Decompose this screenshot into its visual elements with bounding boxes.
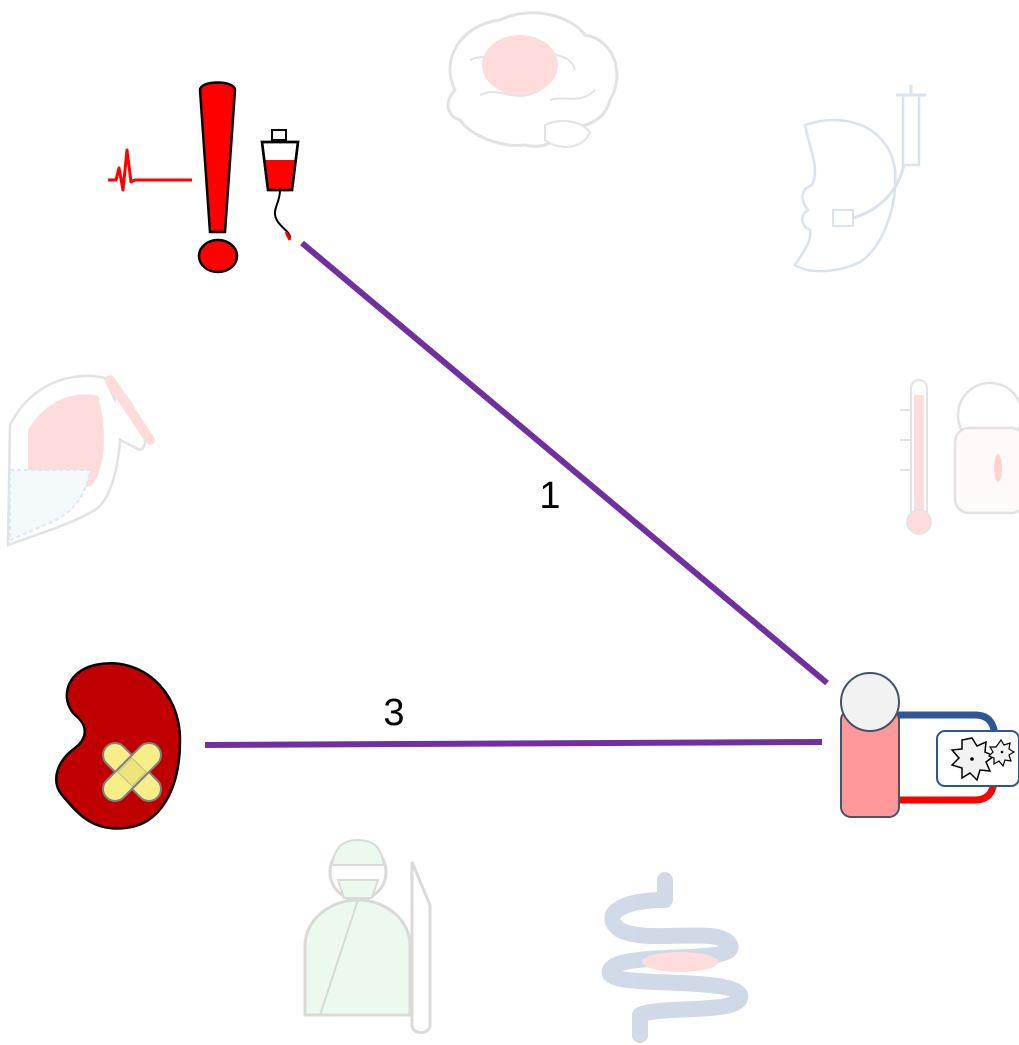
connector-kidney-injury-to-ecmo-patient xyxy=(204,739,823,748)
brain-node xyxy=(446,11,619,148)
bowel-icon xyxy=(601,872,748,1043)
exclamation-icon xyxy=(197,81,239,274)
surgeon-icon xyxy=(303,838,412,1017)
lung-effusion-icon xyxy=(6,374,155,547)
ecmo-patient-node xyxy=(840,672,1019,818)
brain-icon xyxy=(446,11,619,148)
edge-label-1: 1 xyxy=(539,475,560,517)
intubation-node xyxy=(793,85,926,273)
shock-node xyxy=(108,81,300,274)
scalpel-icon xyxy=(410,861,432,1034)
wounded-patient-icon xyxy=(953,381,1019,515)
blood-bag-icon xyxy=(260,129,300,241)
edge-label-3: 3 xyxy=(383,692,404,734)
bandage-icon xyxy=(102,742,162,802)
bowel-node xyxy=(601,872,748,1043)
surgery-node xyxy=(303,838,432,1034)
syringe-icon xyxy=(896,85,926,167)
intubated-face-icon xyxy=(793,118,897,273)
edges-layer: 13 xyxy=(204,240,829,748)
fever-wound-node xyxy=(900,379,1019,535)
oxygenator-icon xyxy=(936,730,1019,787)
ecg-flatline-icon xyxy=(108,148,192,192)
lung-node xyxy=(6,374,155,547)
thermometer-icon xyxy=(900,379,932,535)
patient-icon xyxy=(840,672,900,818)
kidney-injury-node xyxy=(55,662,182,830)
connector-shock-to-ecmo-patient xyxy=(300,240,829,686)
